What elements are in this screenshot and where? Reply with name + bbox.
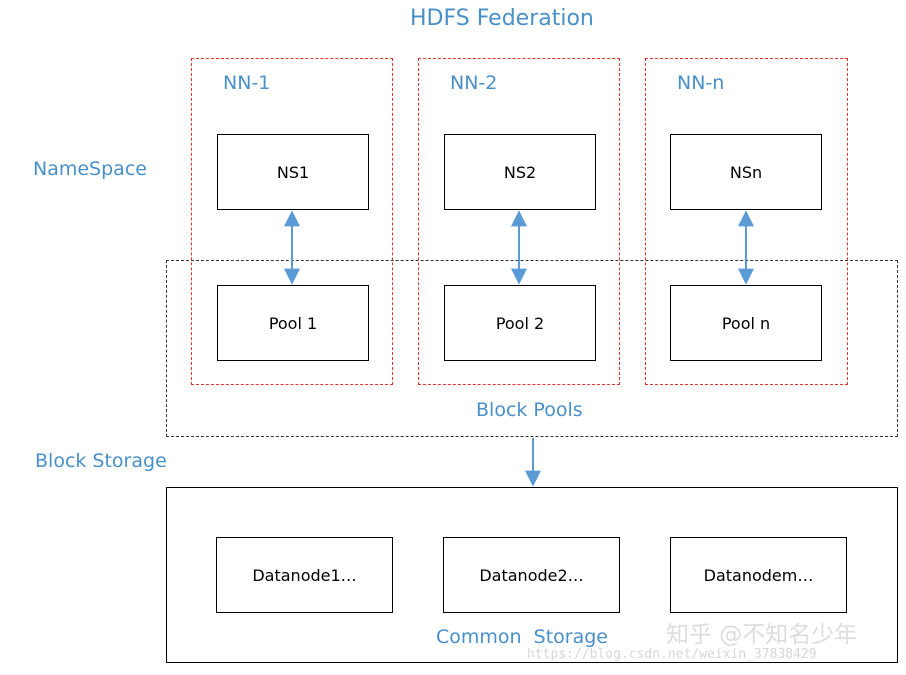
pool-box-1: Pool 1 — [217, 285, 369, 361]
pool-box-n: Pool n — [670, 285, 822, 361]
diagram-title: HDFS Federation — [410, 6, 594, 31]
namenode-label-n: NN-n — [677, 72, 725, 94]
namespace-label: NameSpace — [33, 158, 147, 180]
datanode-box-1: Datanode1… — [216, 537, 393, 613]
namespace-box-1: NS1 — [217, 134, 369, 210]
watermark-url: https://blog.csdn.net/weixin_37838429 — [527, 647, 817, 662]
block-storage-label: Block Storage — [35, 450, 167, 472]
block-pools-frame — [166, 260, 898, 437]
watermark-brand: 知乎 @不知名少年 — [666, 622, 858, 648]
namenode-frame-1 — [191, 58, 393, 385]
datanode-box-m: Datanodem… — [670, 537, 847, 613]
namenode-label-2: NN-2 — [450, 72, 498, 94]
namespace-box-2: NS2 — [444, 134, 596, 210]
namenode-frame-2 — [418, 58, 620, 385]
namenode-frame-n — [645, 58, 848, 385]
common-storage-label: Common Storage — [436, 626, 608, 648]
common-storage-frame — [166, 487, 898, 663]
namespace-box-n: NSn — [670, 134, 822, 210]
block-pools-label: Block Pools — [476, 399, 583, 421]
pool-box-2: Pool 2 — [444, 285, 596, 361]
namenode-label-1: NN-1 — [223, 72, 271, 94]
datanode-box-2: Datanode2… — [443, 537, 620, 613]
